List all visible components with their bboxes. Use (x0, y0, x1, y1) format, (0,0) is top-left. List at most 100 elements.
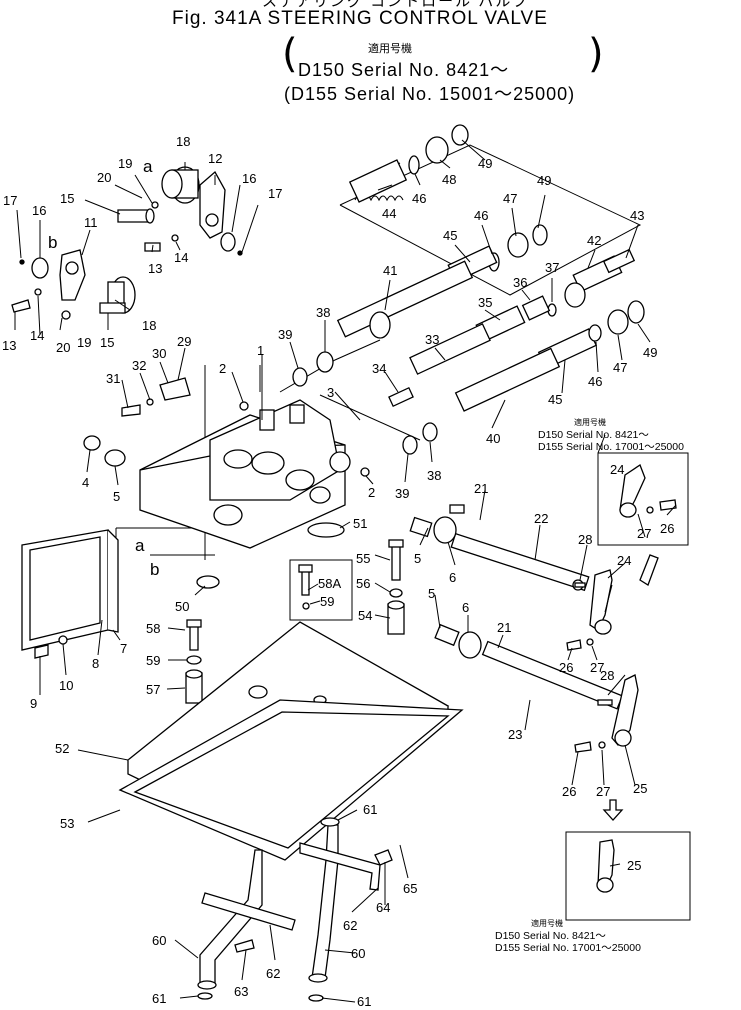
callout-label: 11 (84, 215, 98, 230)
detail-inset-lever-24 (597, 452, 689, 546)
detail-inset-lever-25 (565, 831, 691, 921)
callout-label: 35 (478, 295, 492, 310)
callout-label: 16 (242, 171, 256, 186)
callout-label: 5 (113, 489, 120, 504)
callout-label: 58A (318, 576, 341, 591)
callout-label: 19 (118, 156, 132, 171)
callout-label: 19 (77, 335, 91, 350)
callout-label: 60 (152, 933, 166, 948)
callout-label: 7 (120, 641, 127, 656)
callout-label: 36 (513, 275, 527, 290)
base-plate-and-gasket (118, 621, 464, 861)
callout-label: 8 (92, 656, 99, 671)
japanese-title: ステアリング コントロール バルブ (262, 0, 530, 10)
callout-label: 17 (3, 193, 17, 208)
callout-label: 14 (174, 250, 188, 265)
callout-label: 32 (132, 358, 146, 373)
callout-label: 45 (443, 228, 457, 243)
callout-label: 48 (442, 172, 456, 187)
callout-label: 26 (562, 784, 576, 799)
callout-label: 49 (643, 345, 657, 360)
lever-assembly-left (11, 249, 136, 320)
callout-label: 4 (82, 475, 89, 490)
callout-label: 62 (343, 918, 357, 933)
applicable-models-label: 適用号機 (368, 43, 412, 55)
callout-label: 22 (534, 511, 548, 526)
callout-label: 30 (152, 346, 166, 361)
note-line: D150 Serial No. 8421～ (538, 429, 649, 441)
callout-label: 52 (55, 741, 69, 756)
callout-label: 18 (142, 318, 156, 333)
callout-label: 57 (146, 682, 160, 697)
callout-label: 12 (208, 151, 222, 166)
callout-label: 17 (268, 186, 282, 201)
callout-label: 6 (462, 600, 469, 615)
callout-label: 46 (412, 191, 426, 206)
callout-label: 60 (351, 946, 365, 961)
serial-note-lower: 適用号機 D150 Serial No. 8421～ D155 Serial N… (495, 918, 641, 954)
callout-label: 49 (537, 173, 551, 188)
callout-label: 28 (578, 532, 592, 547)
callout-label: 63 (234, 984, 248, 999)
callout-label: 39 (395, 486, 409, 501)
callout-label: b (150, 560, 159, 579)
callout-label: 15 (60, 191, 74, 206)
callout-label: 61 (152, 991, 166, 1006)
cover-plate (21, 529, 220, 659)
callout-label: 46 (588, 374, 602, 389)
callout-label: 53 (60, 816, 74, 831)
note-line: D155 Serial No. 17001～25000 (495, 942, 641, 954)
note-line: D155 Serial No. 17001～25000 (538, 441, 684, 453)
callout-label: 50 (175, 599, 189, 614)
callout-label: 64 (376, 900, 390, 915)
callout-label: 40 (486, 431, 500, 446)
callout-label: 49 (478, 156, 492, 171)
callout-label: 29 (177, 334, 191, 349)
callout-label: 28 (600, 668, 614, 683)
callout-label: 31 (106, 371, 120, 386)
callout-label: 25 (633, 781, 647, 796)
callout-label: 24 (610, 462, 624, 477)
shaft-assembly-upper (409, 504, 659, 651)
callout-label: a (143, 157, 153, 176)
callout-label: 58 (146, 621, 160, 636)
bolt-group-center (185, 539, 405, 704)
callout-label: 18 (176, 134, 190, 149)
callout-label: 9 (30, 696, 37, 711)
callout-label: 41 (383, 263, 397, 278)
callout-label: 16 (32, 203, 46, 218)
note-jp-label: 適用号機 (574, 418, 606, 427)
callout-label: 25 (627, 858, 641, 873)
callout-label: 38 (316, 305, 330, 320)
note-line: D150 Serial No. 8421～ (495, 930, 606, 942)
figure-title: Fig. 341A STEERING CONTROL VALVE (172, 8, 548, 29)
callout-label: 1 (257, 343, 264, 358)
callout-label: 59 (146, 653, 160, 668)
callout-label: 43 (630, 208, 644, 223)
valve-body (83, 377, 370, 549)
callout-label: 6 (449, 570, 456, 585)
callout-label: 65 (403, 881, 417, 896)
callout-label: 14 (30, 328, 44, 343)
callout-label: 5 (428, 586, 435, 601)
shaft-assembly-lower (434, 623, 639, 821)
left-bracket: ( (282, 31, 298, 77)
callout-label: 26 (660, 521, 674, 536)
callout-label: b (48, 233, 57, 252)
pipes (197, 817, 393, 1002)
callout-label: 42 (587, 233, 601, 248)
callout-label: 46 (474, 208, 488, 223)
callout-label: 37 (545, 260, 559, 275)
callout-label: 2 (368, 485, 375, 500)
right-bracket: ) (588, 31, 604, 77)
lever-assembly-top (19, 166, 243, 265)
leader-lines (14, 139, 677, 1003)
serial-note-upper: 適用号機 D150 Serial No. 8421～ D155 Serial N… (538, 417, 684, 453)
callout-label: 10 (59, 678, 73, 693)
callout-label: 2 (219, 361, 226, 376)
callout-label: 62 (266, 966, 280, 981)
callout-label: 54 (358, 608, 372, 623)
callout-label: 47 (503, 191, 517, 206)
callout-labels: 18 a 12 19 20 16 17 15 17 16 11 b 13 14 … (2, 134, 674, 1009)
callout-label: 55 (356, 551, 370, 566)
